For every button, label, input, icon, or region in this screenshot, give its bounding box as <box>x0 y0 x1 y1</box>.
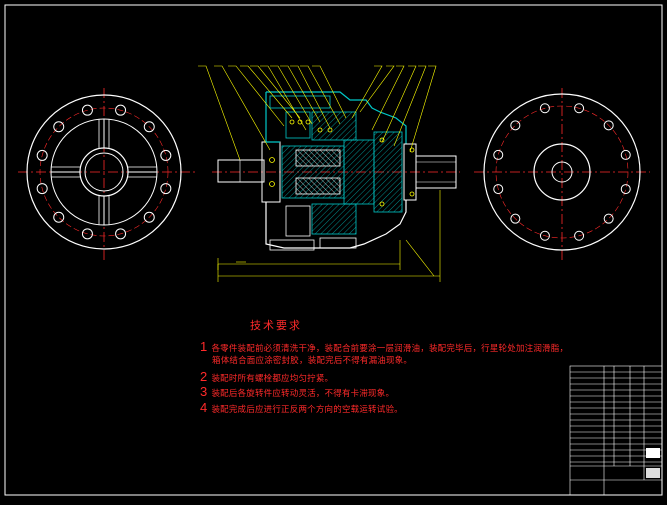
part-leader-line <box>260 65 307 131</box>
part-leader-line <box>351 65 383 119</box>
part-leader-line <box>381 65 417 143</box>
bolt-hole <box>143 121 155 133</box>
right-end-view <box>474 88 650 260</box>
bolt-hole <box>115 104 127 116</box>
bolt-hole <box>53 211 65 223</box>
bolt-hole <box>620 184 631 195</box>
part-leader-line <box>270 65 313 125</box>
title-block <box>569 365 663 496</box>
bolt-hole <box>510 213 521 224</box>
bolt-hole <box>81 104 93 116</box>
part-leader-line <box>240 65 293 119</box>
bolt-hole <box>603 120 614 131</box>
bolt-hole <box>493 184 504 195</box>
part-leader-line <box>280 65 321 123</box>
part-leader-line <box>198 65 241 161</box>
bolt-hole <box>53 121 65 133</box>
part-leader-line <box>312 65 347 119</box>
bolt-hole <box>603 213 614 224</box>
technical-requirements-title: 技术要求 <box>250 319 302 332</box>
bolt-hole <box>574 230 585 241</box>
bolt-hole <box>510 120 521 131</box>
part-leader-line <box>250 65 301 119</box>
bolt-hole <box>36 183 48 195</box>
part-leader-line <box>393 65 427 147</box>
drawing-frame <box>4 4 663 496</box>
bolt-hole <box>81 228 93 240</box>
bolt-hole <box>160 149 172 161</box>
part-leader-line <box>300 65 341 125</box>
bolt-hole <box>36 149 48 161</box>
part-leader-line <box>214 65 271 151</box>
bolt-hole <box>115 228 127 240</box>
sectional-view <box>198 65 460 282</box>
bolt-hole <box>539 230 550 241</box>
part-leader-line <box>228 65 285 127</box>
left-end-view <box>18 88 195 260</box>
part-leader-line <box>290 65 331 129</box>
bolt-hole <box>574 103 585 114</box>
bolt-hole <box>143 211 155 223</box>
bolt-hole <box>160 183 172 195</box>
bolt-hole <box>539 103 550 114</box>
requirement-item-1-cont: 箱体结合面应涂密封胶，装配完后不得有漏油现象。 <box>212 356 413 366</box>
part-leader-line <box>359 65 395 113</box>
part-leader-line <box>409 65 437 153</box>
bolt-hole <box>493 149 504 160</box>
bolt-hole <box>620 149 631 160</box>
part-leader-line <box>371 65 405 131</box>
